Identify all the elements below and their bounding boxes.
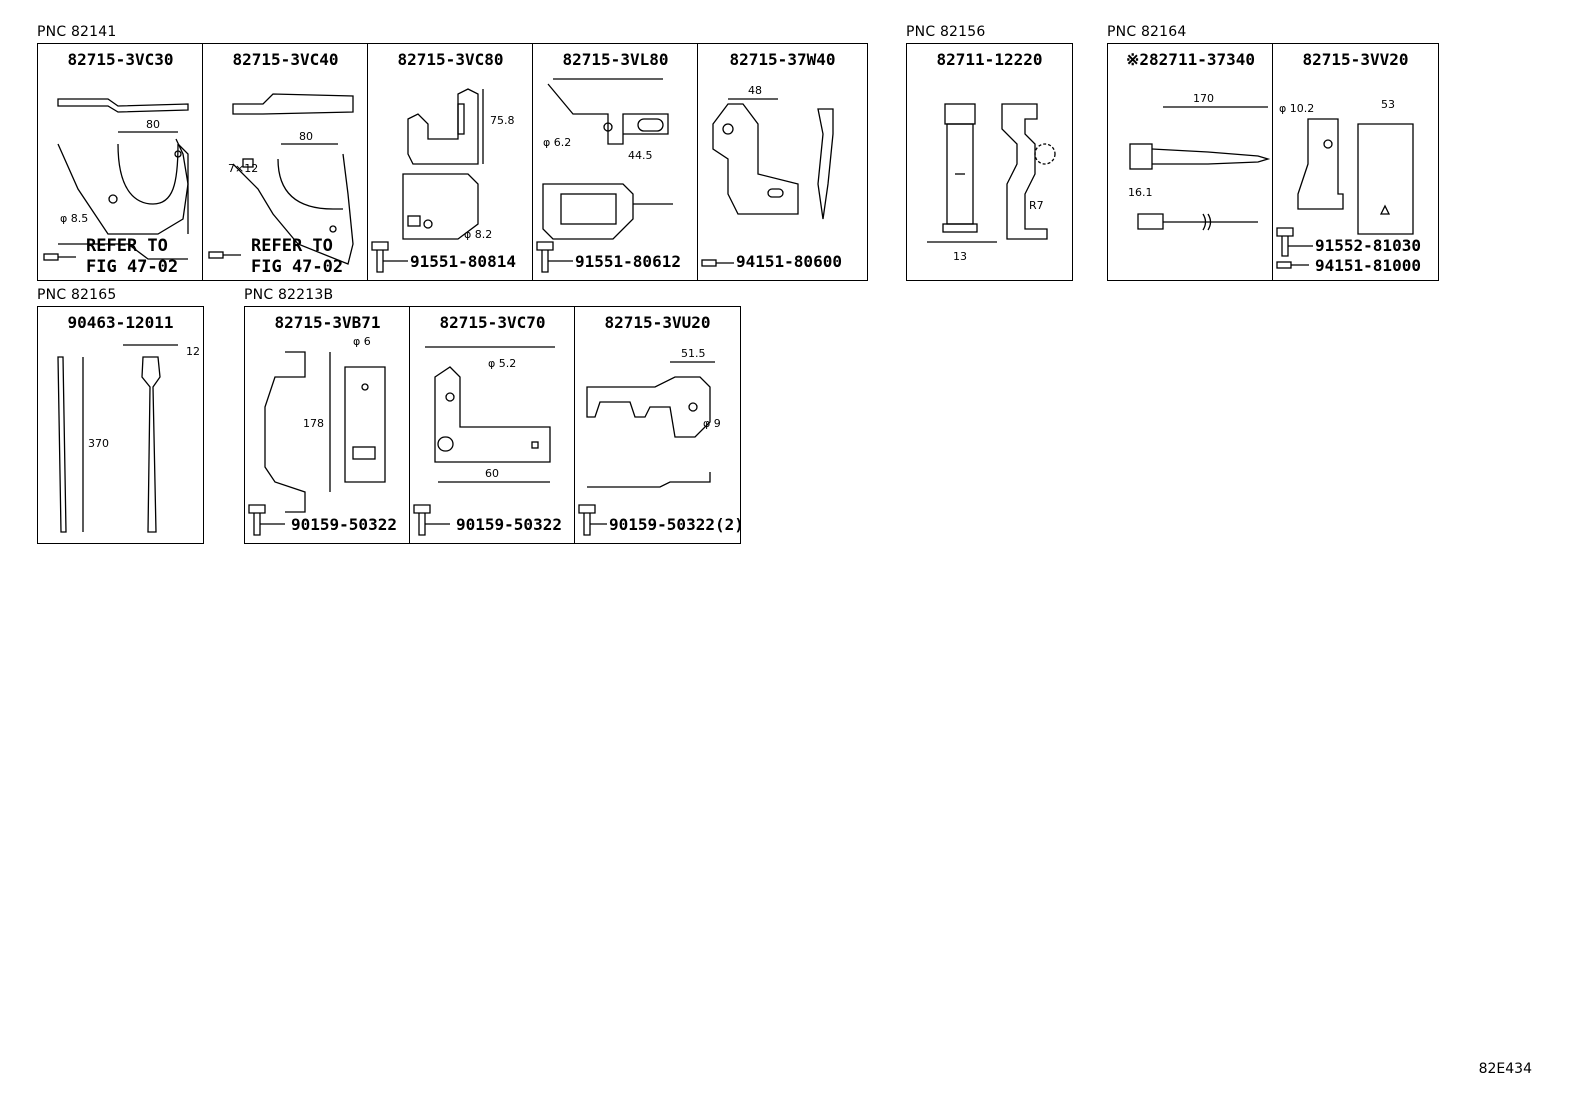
- dimension-label: φ 10.2: [1279, 102, 1314, 115]
- bracket-drawing: 48: [701, 84, 834, 267]
- dimension-label: φ 5.2: [488, 357, 516, 370]
- fastener-part-number: 94151-81000: [1315, 256, 1421, 275]
- dimension-label: 44.5: [628, 149, 653, 162]
- dimension-label: φ 8.5: [60, 212, 88, 225]
- bolt-icon: [248, 504, 285, 536]
- part-number: 90463-12011: [67, 313, 174, 332]
- part-cell-82715-37W40[interactable]: 82715-37W40 48 94151-80600: [697, 43, 868, 281]
- nut-icon: [1276, 261, 1309, 269]
- dimension-label: 53: [1381, 98, 1395, 111]
- dimension-label: 178: [303, 417, 324, 430]
- nut-icon: [208, 251, 241, 259]
- dimension-label: R7: [1029, 199, 1044, 212]
- bracket-drawing: 75.8 φ 8.2: [371, 88, 515, 273]
- pnc-82141-label: PNC 82141: [37, 24, 117, 40]
- part-cell-82715-3VL80[interactable]: 82715-3VL80 φ 6.2 44.5 91551-80612: [532, 43, 699, 281]
- dimension-label: 48: [748, 84, 762, 97]
- dimension-label: 13: [953, 250, 967, 263]
- part-number: 82715-3VU20: [604, 313, 711, 332]
- fastener-part-number: 90159-50322: [291, 515, 397, 534]
- dimension-label: 75.8: [490, 114, 515, 127]
- bracket-drawing: 80 φ 8.5: [43, 98, 189, 261]
- part-number: 82715-3VC80: [397, 50, 504, 69]
- dimension-label: 60: [485, 467, 499, 480]
- fastener-part-number: 91552-81030: [1315, 236, 1421, 255]
- bracket-drawing: φ 6.2 44.5: [536, 78, 673, 273]
- bracket-drawing: φ 5.2 60: [413, 346, 555, 536]
- part-cell-82715-3VV20[interactable]: 82715-3VV20 φ 10.2 53 91552-81030 94151-…: [1272, 43, 1439, 281]
- dimension-label: 51.5: [681, 347, 706, 360]
- fastener-part-number: 94151-80600: [736, 252, 842, 271]
- dimension-label: φ 8.2: [464, 228, 492, 241]
- dimension-label: 370: [88, 437, 109, 450]
- dimension-label: 80: [146, 118, 160, 131]
- dimension-label: 12: [186, 345, 200, 358]
- fastener-part-number: 90159-50322: [456, 515, 562, 534]
- fastener-part-number: 91551-80814: [410, 252, 516, 271]
- pnc-82164-label: PNC 82164: [1107, 24, 1187, 40]
- fastener-part-number: 90159-50322(2): [609, 515, 744, 534]
- part-number: 82715-37W40: [729, 50, 836, 69]
- bolt-icon: [1276, 227, 1313, 257]
- bracket-drawing: φ 6 178: [248, 335, 386, 536]
- part-cell-82715-3VU20[interactable]: 82715-3VU20 51.5 φ 9 90159-50322(2): [574, 306, 744, 544]
- bolt-icon: [578, 504, 607, 536]
- bolt-icon: [371, 241, 408, 273]
- dimension-label: 170: [1193, 92, 1214, 105]
- bracket-drawing: 51.5 φ 9: [578, 347, 721, 536]
- part-cell-82711-12220[interactable]: 82711-12220 13 R7: [906, 43, 1073, 281]
- nut-icon: [701, 259, 734, 267]
- dimension-label: φ 6: [353, 335, 371, 348]
- pnc-82213b-label: PNC 82213B: [244, 287, 334, 303]
- figure-code: 82E434: [1478, 1061, 1532, 1077]
- pnc-82165-label: PNC 82165: [37, 287, 117, 303]
- part-cell-82711-37340[interactable]: ※282711-37340 170 16.1: [1107, 43, 1274, 281]
- dimension-label: φ 9: [703, 417, 721, 430]
- bracket-drawing: 7×12 80: [208, 93, 354, 265]
- fastener-part-number: 91551-80612: [575, 252, 681, 271]
- part-cell-82715-3VC70[interactable]: 82715-3VC70 φ 5.2 60 90159-50322: [409, 306, 576, 544]
- part-cell-82715-3VB71[interactable]: 82715-3VB71 φ 6 178 90159-50322: [244, 306, 411, 544]
- part-number: 82715-3VL80: [562, 50, 669, 69]
- dimension-label: 7×12: [228, 162, 258, 175]
- dimension-label: 16.1: [1128, 186, 1153, 199]
- bolt-icon: [536, 241, 573, 273]
- part-number: 82711-12220: [936, 50, 1043, 69]
- pnc-82156-label: PNC 82156: [906, 24, 986, 40]
- clamp-drawing: 13 R7: [927, 103, 1056, 263]
- harness-drawing: 170 16.1: [1128, 92, 1271, 231]
- dimension-label: 80: [299, 130, 313, 143]
- dimension-label: φ 6.2: [543, 136, 571, 149]
- part-number: 82715-3VB71: [274, 313, 381, 332]
- part-number: 82715-3VC30: [67, 50, 174, 69]
- nut-icon: [43, 253, 76, 261]
- part-number: ※282711-37340: [1126, 50, 1255, 69]
- bolt-icon: [413, 504, 450, 536]
- part-cell-82715-3VC80[interactable]: 82715-3VC80 75.8 φ 8.2 91551-80814: [367, 43, 534, 281]
- part-number: 82715-3VC70: [439, 313, 546, 332]
- cable-tie-drawing: 370 12: [57, 344, 200, 533]
- part-number: 82715-3VC40: [232, 50, 339, 69]
- part-cell-90463-12011[interactable]: 90463-12011 370 12: [37, 306, 204, 544]
- part-number: 82715-3VV20: [1302, 50, 1409, 69]
- bracket-drawing: φ 10.2 53: [1276, 98, 1414, 269]
